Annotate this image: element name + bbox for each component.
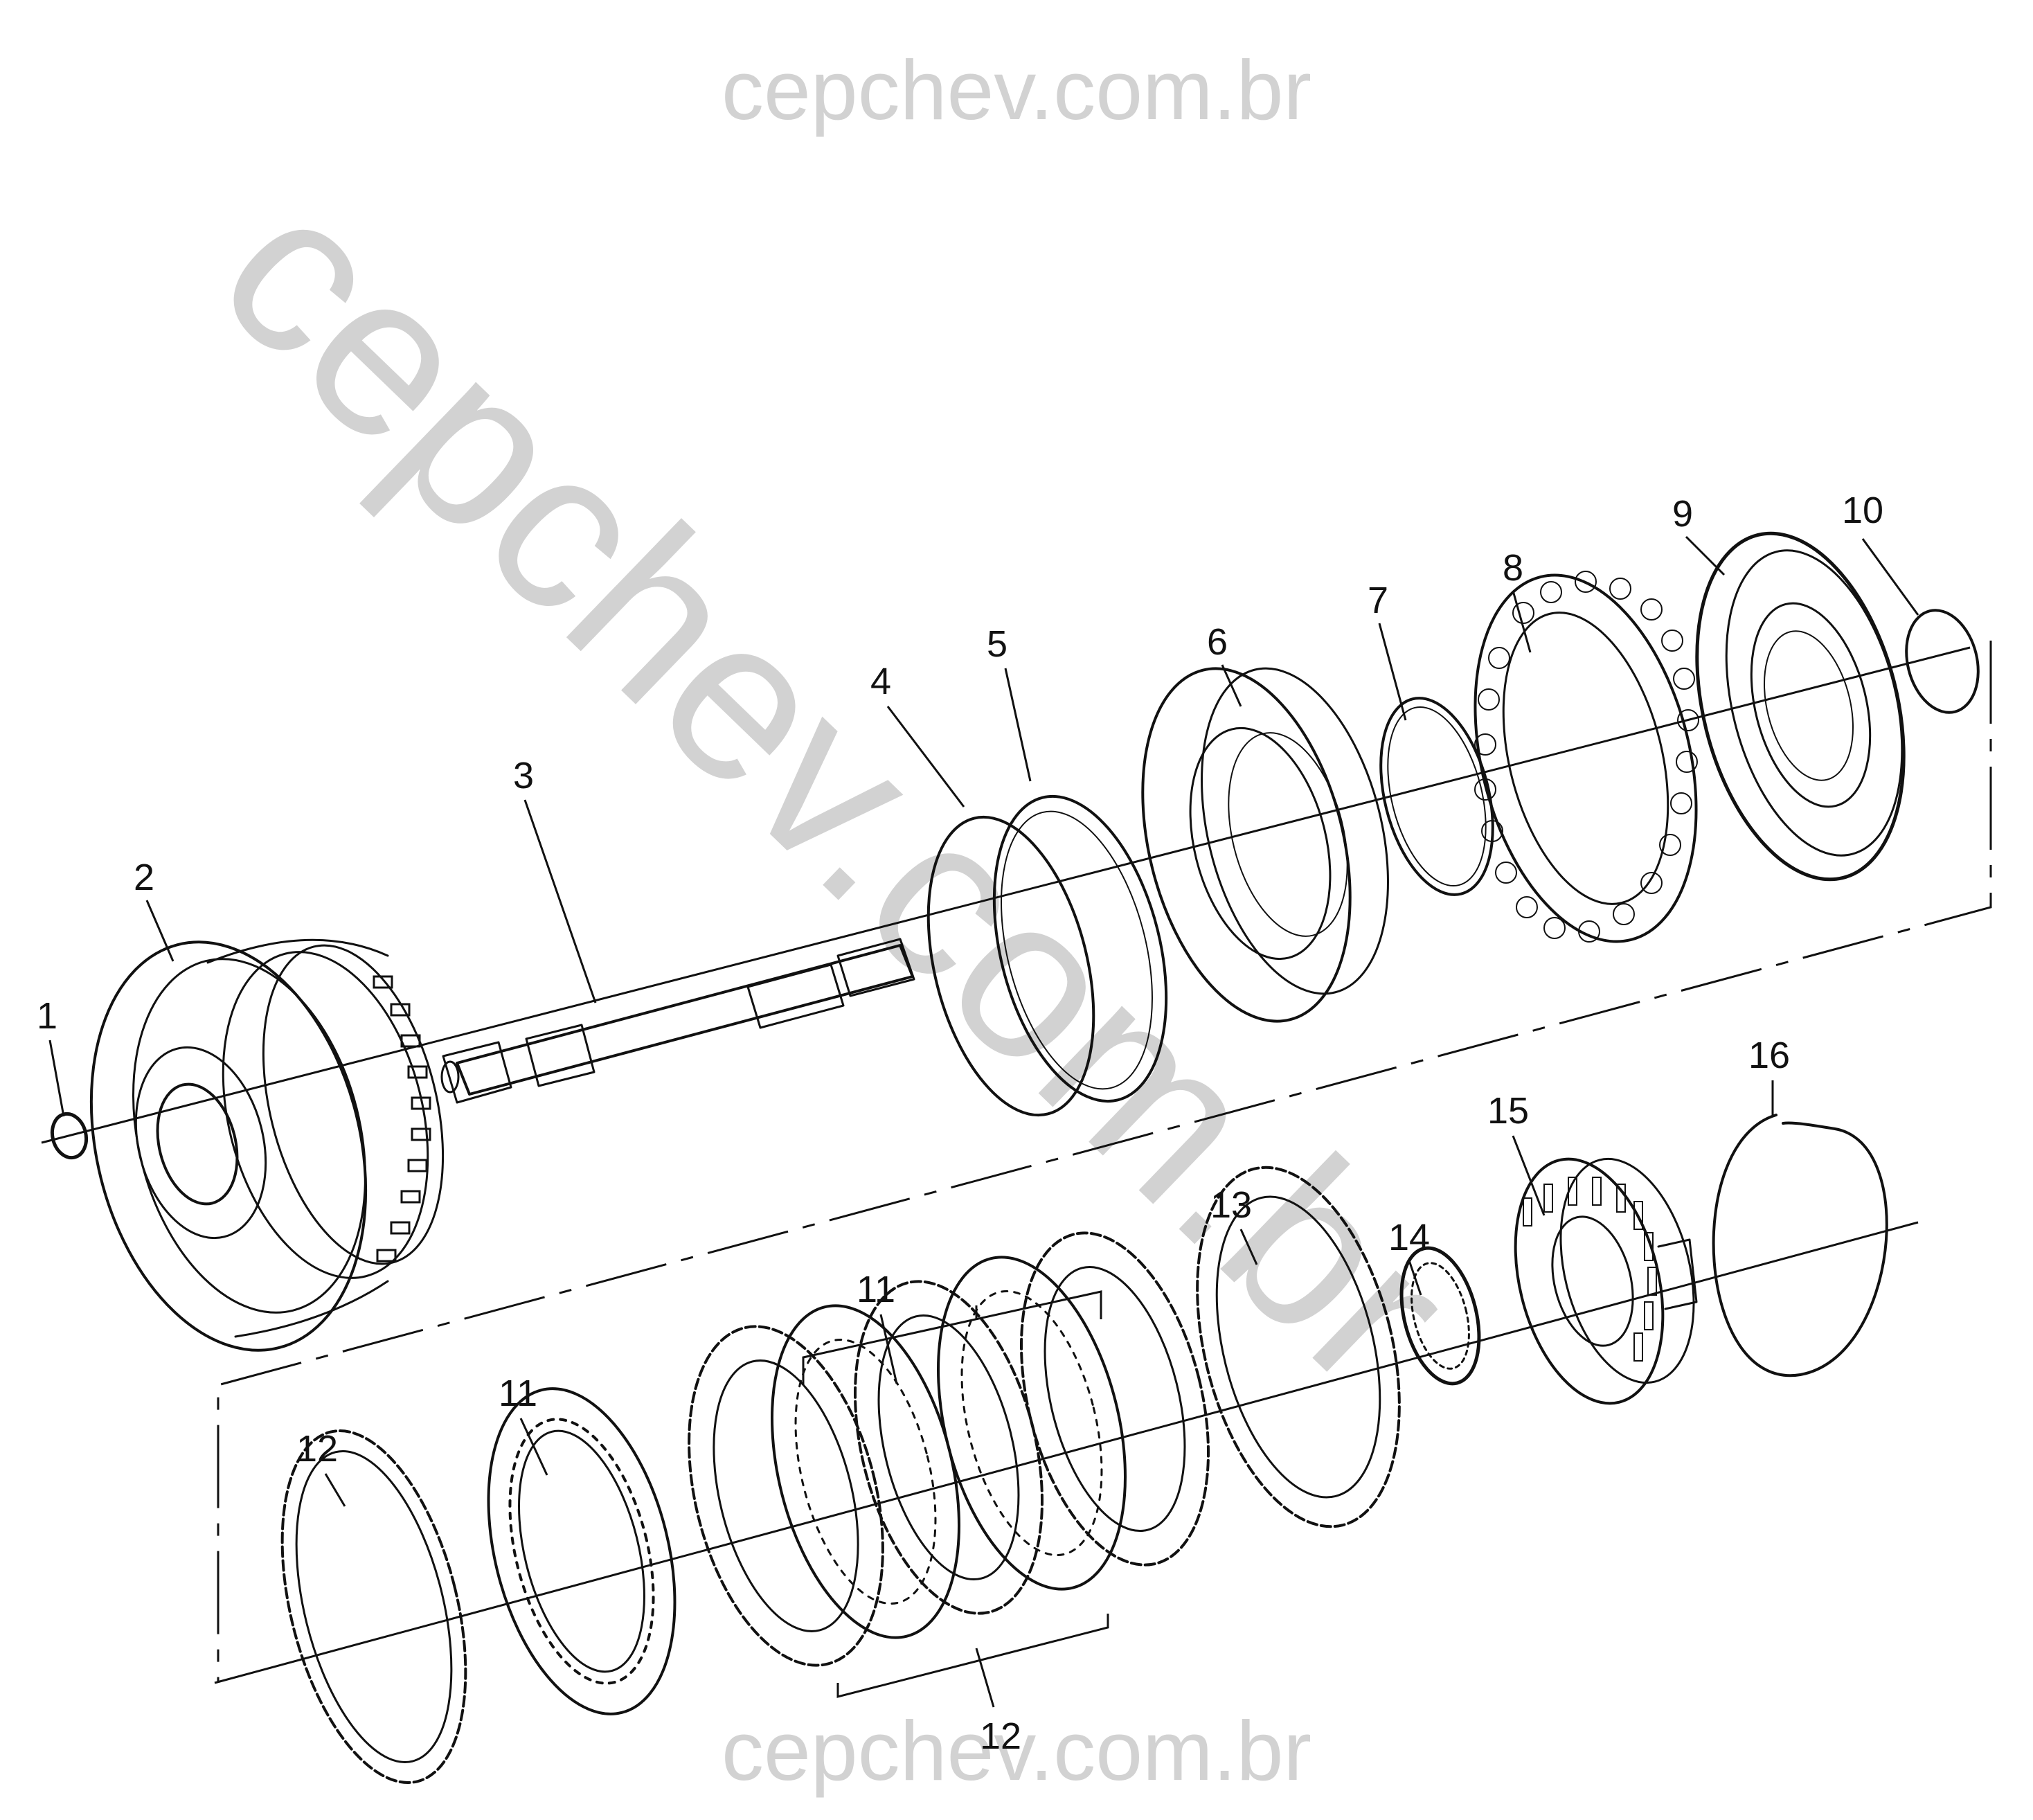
callout-14: 14 — [1388, 1217, 1430, 1258]
callouts: 1 2 3 4 5 6 7 8 9 10 11 11 12 12 13 14 1… — [37, 490, 1883, 1757]
part-10-snap-ring — [1905, 609, 1980, 714]
part-16-snap-ring — [1712, 1114, 1888, 1377]
watermark-bottom: cepchev.com.br — [722, 1704, 1311, 1798]
callout-1: 1 — [37, 995, 57, 1037]
upper-assembly-axis — [41, 646, 1971, 1144]
callout-15: 15 — [1487, 1090, 1529, 1132]
part-8-spring-assembly — [1474, 571, 1699, 943]
part-6-piston — [1141, 667, 1389, 1023]
clutch-pack-brackets — [802, 1290, 1109, 1708]
callout-5: 5 — [987, 623, 1007, 665]
callout-4: 4 — [870, 661, 891, 702]
callout-6: 6 — [1207, 621, 1228, 663]
callout-11-upper: 11 — [857, 1269, 895, 1310]
callout-16: 16 — [1748, 1035, 1790, 1076]
part-7-snap-ring — [1379, 697, 1494, 896]
callout-2: 2 — [134, 857, 154, 898]
part-14-thrust-bearing — [1399, 1246, 1481, 1386]
part-9-retainer — [1695, 531, 1906, 882]
callout-8: 8 — [1503, 547, 1523, 589]
callout-12-bottom: 12 — [980, 1715, 1021, 1757]
callout-11-lower: 11 — [499, 1373, 537, 1414]
callout-12-left: 12 — [296, 1428, 338, 1470]
clutch-pack-stack — [688, 1231, 1210, 1667]
watermark-diagonal: cepchev.com.br — [173, 142, 1500, 1436]
callout-9: 9 — [1672, 493, 1693, 535]
part-2-clutch-housing — [89, 938, 445, 1352]
assembly-connector-line — [217, 641, 1992, 1683]
callout-7: 7 — [1368, 580, 1388, 621]
part-5-band — [992, 794, 1168, 1103]
part-3-input-shaft — [440, 938, 915, 1104]
part-11-friction-plate-left — [487, 1387, 677, 1715]
callout-3: 3 — [513, 755, 534, 796]
watermark-top: cepchev.com.br — [722, 43, 1311, 137]
leader-lines — [48, 535, 1919, 1507]
part-4-seal-ring — [926, 815, 1095, 1117]
callout-10: 10 — [1842, 490, 1883, 531]
callout-13: 13 — [1210, 1184, 1252, 1226]
part-12-steel-plate-left — [280, 1429, 467, 1784]
part-15-clutch-hub — [1514, 1157, 1698, 1405]
part-13-pressure-plate — [1196, 1166, 1401, 1528]
